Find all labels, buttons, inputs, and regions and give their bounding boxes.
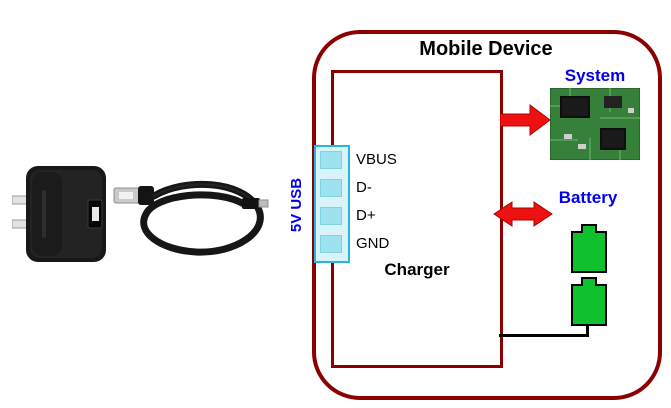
pin-label-dplus: D+	[356, 207, 376, 224]
pin-row-dplus: D+	[320, 207, 397, 225]
pin-label-gnd: GND	[356, 235, 390, 252]
pin-label-dminus: D-	[356, 179, 372, 196]
usb-pin-pad-icon	[320, 207, 342, 225]
pin-label-vbus: VBUS	[356, 151, 397, 168]
usb-pin-pad-icon	[320, 179, 342, 197]
pin-row-gnd: GND	[320, 235, 397, 253]
usb-pin-pad-icon	[320, 235, 342, 253]
usb-pin-list: VBUS D- D+ GND	[320, 151, 397, 253]
battery-wire-vertical	[586, 326, 589, 336]
charger-label: Charger	[384, 260, 450, 279]
pin-row-vbus: VBUS	[320, 151, 397, 169]
wall-charger-image	[12, 166, 106, 262]
usb-cable-image	[113, 180, 269, 256]
usb-pin-pad-icon	[320, 151, 342, 169]
battery-wire-horizontal	[499, 334, 589, 337]
battery-cell-icon	[571, 231, 607, 273]
circuit-board-image	[550, 88, 640, 160]
battery-label: Battery	[558, 188, 618, 207]
mobile-device-title: Mobile Device	[419, 38, 553, 60]
charger-box	[331, 70, 503, 368]
battery-cell-icon	[571, 284, 607, 326]
system-label: System	[564, 66, 626, 85]
usb-5v-label: 5V USB	[288, 177, 305, 233]
pin-row-dminus: D-	[320, 179, 397, 197]
arrow-right-icon	[500, 104, 551, 136]
double-arrow-icon	[493, 201, 553, 227]
